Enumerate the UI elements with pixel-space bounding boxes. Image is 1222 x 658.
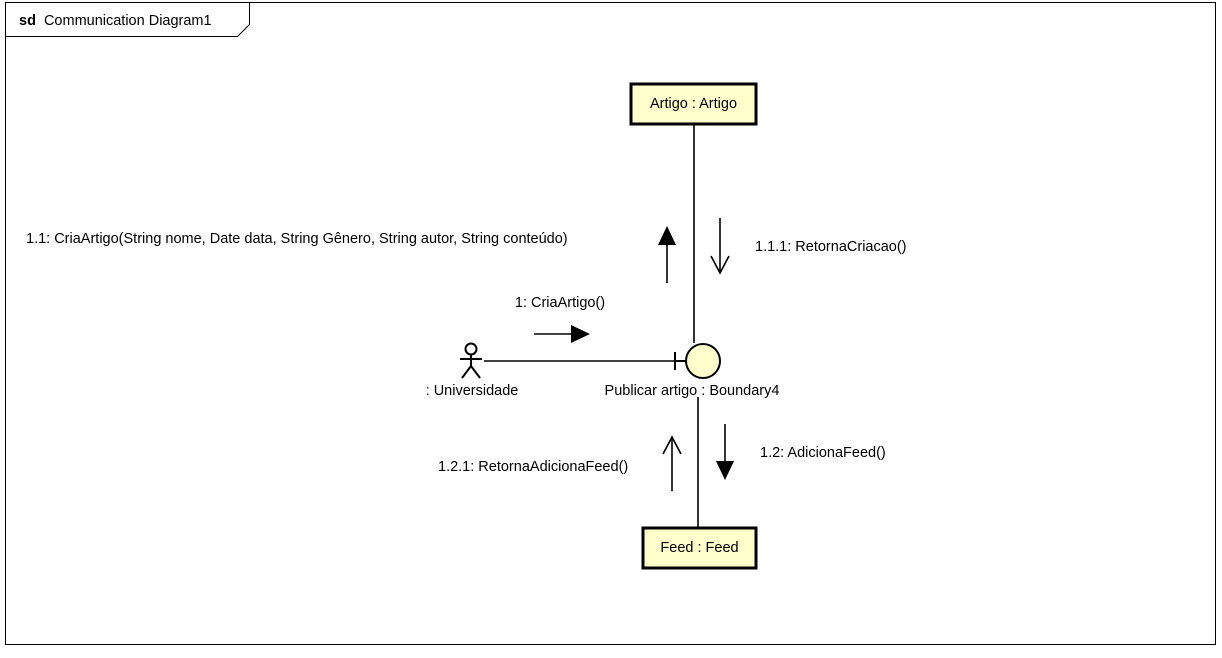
frame-title: sd Communication Diagram1 <box>19 13 212 29</box>
frame-title-tab <box>5 2 250 37</box>
object-feed-label: Feed : Feed <box>660 540 738 556</box>
actor-universidade[interactable]: : Universidade <box>426 342 519 400</box>
message-1-1-label: 1.1: CriaArtigo(String nome, Date data, … <box>26 231 568 247</box>
diagram-frame <box>5 2 1216 645</box>
frame-name: Communication Diagram1 <box>44 13 212 29</box>
object-artigo-box <box>629 82 758 126</box>
message-1-2-label: 1.2: AdicionaFeed() <box>760 445 886 461</box>
frame-keyword: sd <box>19 13 36 29</box>
actor-icon <box>460 342 482 379</box>
message-1-2-1-label: 1.2.1: RetornaAdicionaFeed() <box>438 459 628 475</box>
message-1-arrow <box>534 325 590 343</box>
message-1-label: 1: CriaArtigo() <box>515 295 605 311</box>
message-1-1-arrow <box>658 226 676 283</box>
actor-label: : Universidade <box>426 383 519 399</box>
boundary-label: Publicar artigo : Boundary4 <box>605 383 780 399</box>
object-feed-box <box>641 526 758 570</box>
boundary-publicar-artigo[interactable]: Publicar artigo : Boundary4 <box>605 343 780 399</box>
object-artigo-label: Artigo : Artigo <box>650 96 737 112</box>
message-1-2-arrow <box>716 424 734 480</box>
object-artigo[interactable]: Artigo : Artigo <box>629 82 758 126</box>
boundary-icon <box>674 343 721 379</box>
message-1-1-1-label: 1.1.1: RetornaCriacao() <box>755 239 907 255</box>
object-feed[interactable]: Feed : Feed <box>641 526 758 570</box>
message-1-1-1-arrow <box>710 218 730 275</box>
message-1-2-1-arrow <box>662 435 682 491</box>
